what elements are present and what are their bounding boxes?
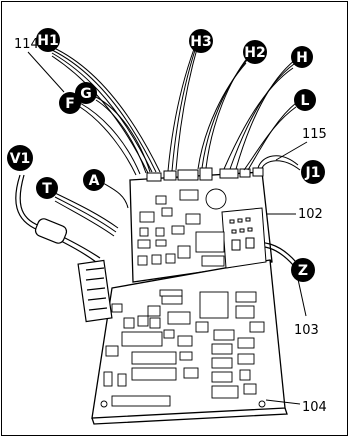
bubble-v1: V1 — [7, 145, 33, 171]
ref-103: 103 — [294, 323, 319, 338]
diagram-frame — [1, 1, 348, 436]
bubble-f: F — [59, 92, 81, 114]
bubble-v1-text: V1 — [10, 151, 31, 167]
ref-115: 115 — [302, 127, 327, 142]
module-102 — [221, 207, 267, 269]
bubble-z: Z — [291, 258, 315, 282]
bubble-h: H — [291, 46, 313, 68]
bubble-f-text: F — [65, 96, 75, 112]
bubble-l-text: L — [301, 93, 310, 109]
reference-numbers: 114 115 102 103 104 — [14, 37, 327, 415]
lower-components — [100, 289, 266, 408]
ref-114: 114 — [14, 37, 39, 52]
bubble-j1-text: J1 — [305, 165, 321, 181]
bubble-g: G — [75, 82, 97, 104]
upper-components — [137, 188, 227, 267]
bubble-a: A — [83, 169, 105, 191]
bubble-h1-text: H1 — [37, 33, 58, 49]
bubble-h3-text: H3 — [190, 34, 211, 50]
ref-104: 104 — [302, 400, 327, 415]
bubble-t-text: T — [42, 181, 52, 197]
bubble-t: T — [36, 177, 58, 199]
ribbon-cables — [51, 44, 301, 237]
bubble-h2-text: H2 — [244, 45, 265, 61]
leader-lines — [27, 51, 308, 405]
bubble-h3: H3 — [189, 29, 213, 53]
v1-cable — [15, 174, 113, 323]
connector-labels: H1 H3 H2 H G F L J1 — [7, 28, 325, 282]
bubble-g-text: G — [80, 86, 92, 102]
bubble-a-text: A — [89, 173, 100, 189]
bubble-h-text: H — [296, 50, 308, 66]
ref-102: 102 — [298, 207, 323, 222]
top-headers — [146, 167, 264, 182]
bubble-j1: J1 — [301, 160, 325, 184]
bubble-l: L — [294, 89, 316, 111]
bubble-h2: H2 — [243, 40, 267, 64]
bubble-z-text: Z — [298, 263, 308, 279]
bubble-h1: H1 — [36, 28, 60, 52]
